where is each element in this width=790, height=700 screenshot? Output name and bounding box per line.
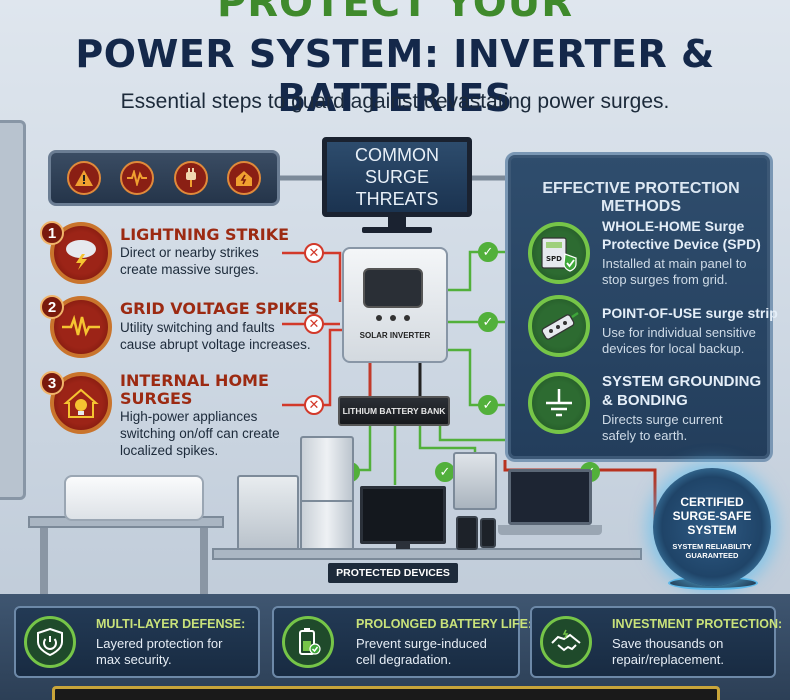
- inverter-buttons: [376, 315, 410, 321]
- threat-desc-2: cause abrupt voltage increases.: [120, 337, 311, 352]
- method-head-2: & BONDING: [602, 392, 688, 409]
- threat-desc-1: Utility switching and faults: [120, 320, 275, 335]
- benefit-head: PROLONGED BATTERY LIFE:: [356, 617, 533, 631]
- lightning-cloud-icon: [50, 222, 112, 284]
- cert-line-1: CERTIFIED: [680, 494, 744, 509]
- bottom-banner: [52, 686, 720, 700]
- block-mark-icon: ✕: [304, 314, 324, 334]
- monitor-line-2: SURGE THREATS: [355, 167, 439, 209]
- method-desc-2: safely to earth.: [602, 428, 688, 443]
- benefit-desc-2: cell degradation.: [356, 652, 452, 667]
- battery-label: LITHIUM BATTERY BANK: [342, 406, 446, 416]
- benefit-desc-2: max security.: [96, 652, 172, 667]
- threat-title: LIGHTNING STRIKE: [120, 225, 290, 244]
- benefit-head: MULTI-LAYER DEFENSE:: [96, 617, 246, 631]
- ground-icon: [528, 372, 590, 434]
- coffee-machine: [453, 452, 497, 510]
- method-desc-2: stop surges from grid.: [602, 272, 728, 287]
- tv-stand: [396, 544, 410, 549]
- threat-title-1: INTERNAL HOME: [120, 371, 269, 390]
- monitor-stand: [388, 217, 406, 229]
- check-mark-icon: ✓: [435, 462, 455, 482]
- method-desc-2: devices for local backup.: [602, 341, 745, 356]
- threat-title-2: SURGES: [120, 389, 193, 408]
- pulse-icon: [120, 161, 155, 195]
- counter-leg: [200, 528, 208, 598]
- check-mark-icon: ✓: [478, 312, 498, 332]
- plug-icon: [173, 161, 208, 195]
- threat-desc-3: localized spikes.: [120, 443, 219, 458]
- tv-monitor: [360, 486, 446, 544]
- check-mark-icon: ✓: [478, 395, 498, 415]
- home-bulb-icon: [50, 372, 112, 434]
- laptop-screen: [508, 469, 592, 525]
- threats-monitor: COMMON SURGE THREATS: [322, 137, 472, 217]
- threat-desc-2: switching on/off can create: [120, 426, 280, 441]
- protection-title: EFFECTIVE PROTECTION METHODS: [542, 180, 740, 215]
- threat-number: 3: [40, 371, 64, 395]
- cert-sub-2: GUARANTEED: [685, 550, 739, 560]
- battery-bank: LITHIUM BATTERY BANK: [338, 396, 450, 426]
- battery-check-icon: [282, 616, 334, 668]
- home-surge-icon: [227, 161, 262, 195]
- method-desc-1: Installed at main panel to: [602, 256, 747, 271]
- method-head-1: POINT-OF-USE surge strip: [602, 305, 778, 321]
- block-mark-icon: ✕: [304, 243, 324, 263]
- threat-desc-1: Direct or nearby strikes: [120, 245, 259, 260]
- threat-desc-1: High-power appliances: [120, 409, 258, 424]
- method-head-1: SYSTEM GROUNDING: [602, 373, 762, 390]
- fridge-divider: [300, 500, 354, 502]
- threat-title: GRID VOLTAGE SPIKES: [120, 299, 320, 318]
- benefit-desc-1: Save thousands on: [612, 636, 724, 651]
- handshake-icon: [540, 616, 592, 668]
- refrigerator: [300, 436, 354, 552]
- check-mark-icon: ✓: [478, 242, 498, 262]
- cert-sub-1: SYSTEM RELIABILITY: [672, 541, 752, 551]
- counter-leg: [40, 528, 48, 598]
- method-head-1: WHOLE-HOME Surge: [602, 218, 745, 234]
- method-head-2: Protective Device (SPD): [602, 236, 761, 252]
- inverter-screen: [363, 268, 423, 308]
- surge-strip-icon: [528, 295, 590, 357]
- inverter-label: SOLAR INVERTER: [359, 331, 431, 340]
- phone: [480, 518, 496, 548]
- threat-number: 2: [40, 295, 64, 319]
- dishwasher: [237, 475, 299, 551]
- threat-number: 1: [40, 221, 64, 245]
- threat-desc-2: create massive surges.: [120, 262, 259, 277]
- monitor-line-1: COMMON: [355, 145, 439, 165]
- block-mark-icon: ✕: [304, 395, 324, 415]
- certified-badge: CERTIFIED SURGE-SAFE SYSTEM SYSTEM RELIA…: [653, 468, 771, 586]
- benefit-desc-1: Prevent surge-induced: [356, 636, 487, 651]
- tablet: [456, 516, 478, 550]
- warning-icon: [66, 161, 101, 195]
- title-line-2: POWER SYSTEM: INVERTER & BATTERIES: [75, 32, 715, 120]
- shield-power-icon: [24, 616, 76, 668]
- monitor-base: [362, 227, 432, 233]
- spd-icon-label: SPD: [546, 255, 562, 263]
- left-wall-frame: [0, 120, 26, 500]
- protected-devices-label: PROTECTED DEVICES: [328, 563, 458, 583]
- device-desk: [212, 548, 642, 560]
- laptop-base: [498, 525, 602, 535]
- subtitle: Essential steps to guard against devasta…: [120, 90, 670, 113]
- air-conditioner: [64, 475, 204, 521]
- benefit-desc-1: Layered protection for: [96, 636, 223, 651]
- cert-line-2: SURGE-SAFE: [672, 508, 752, 523]
- method-desc-1: Use for individual sensitive: [602, 325, 756, 340]
- benefit-head: INVESTMENT PROTECTION:: [612, 617, 783, 631]
- benefit-desc-2: repair/replacement.: [612, 652, 724, 667]
- spd-icon: SPD: [528, 222, 590, 284]
- threat-icon-bar: [48, 150, 280, 206]
- title-line-1: PROTECT YOUR: [216, 0, 574, 26]
- cert-line-3: SYSTEM: [687, 522, 737, 537]
- method-desc-1: Directs surge current: [602, 412, 723, 427]
